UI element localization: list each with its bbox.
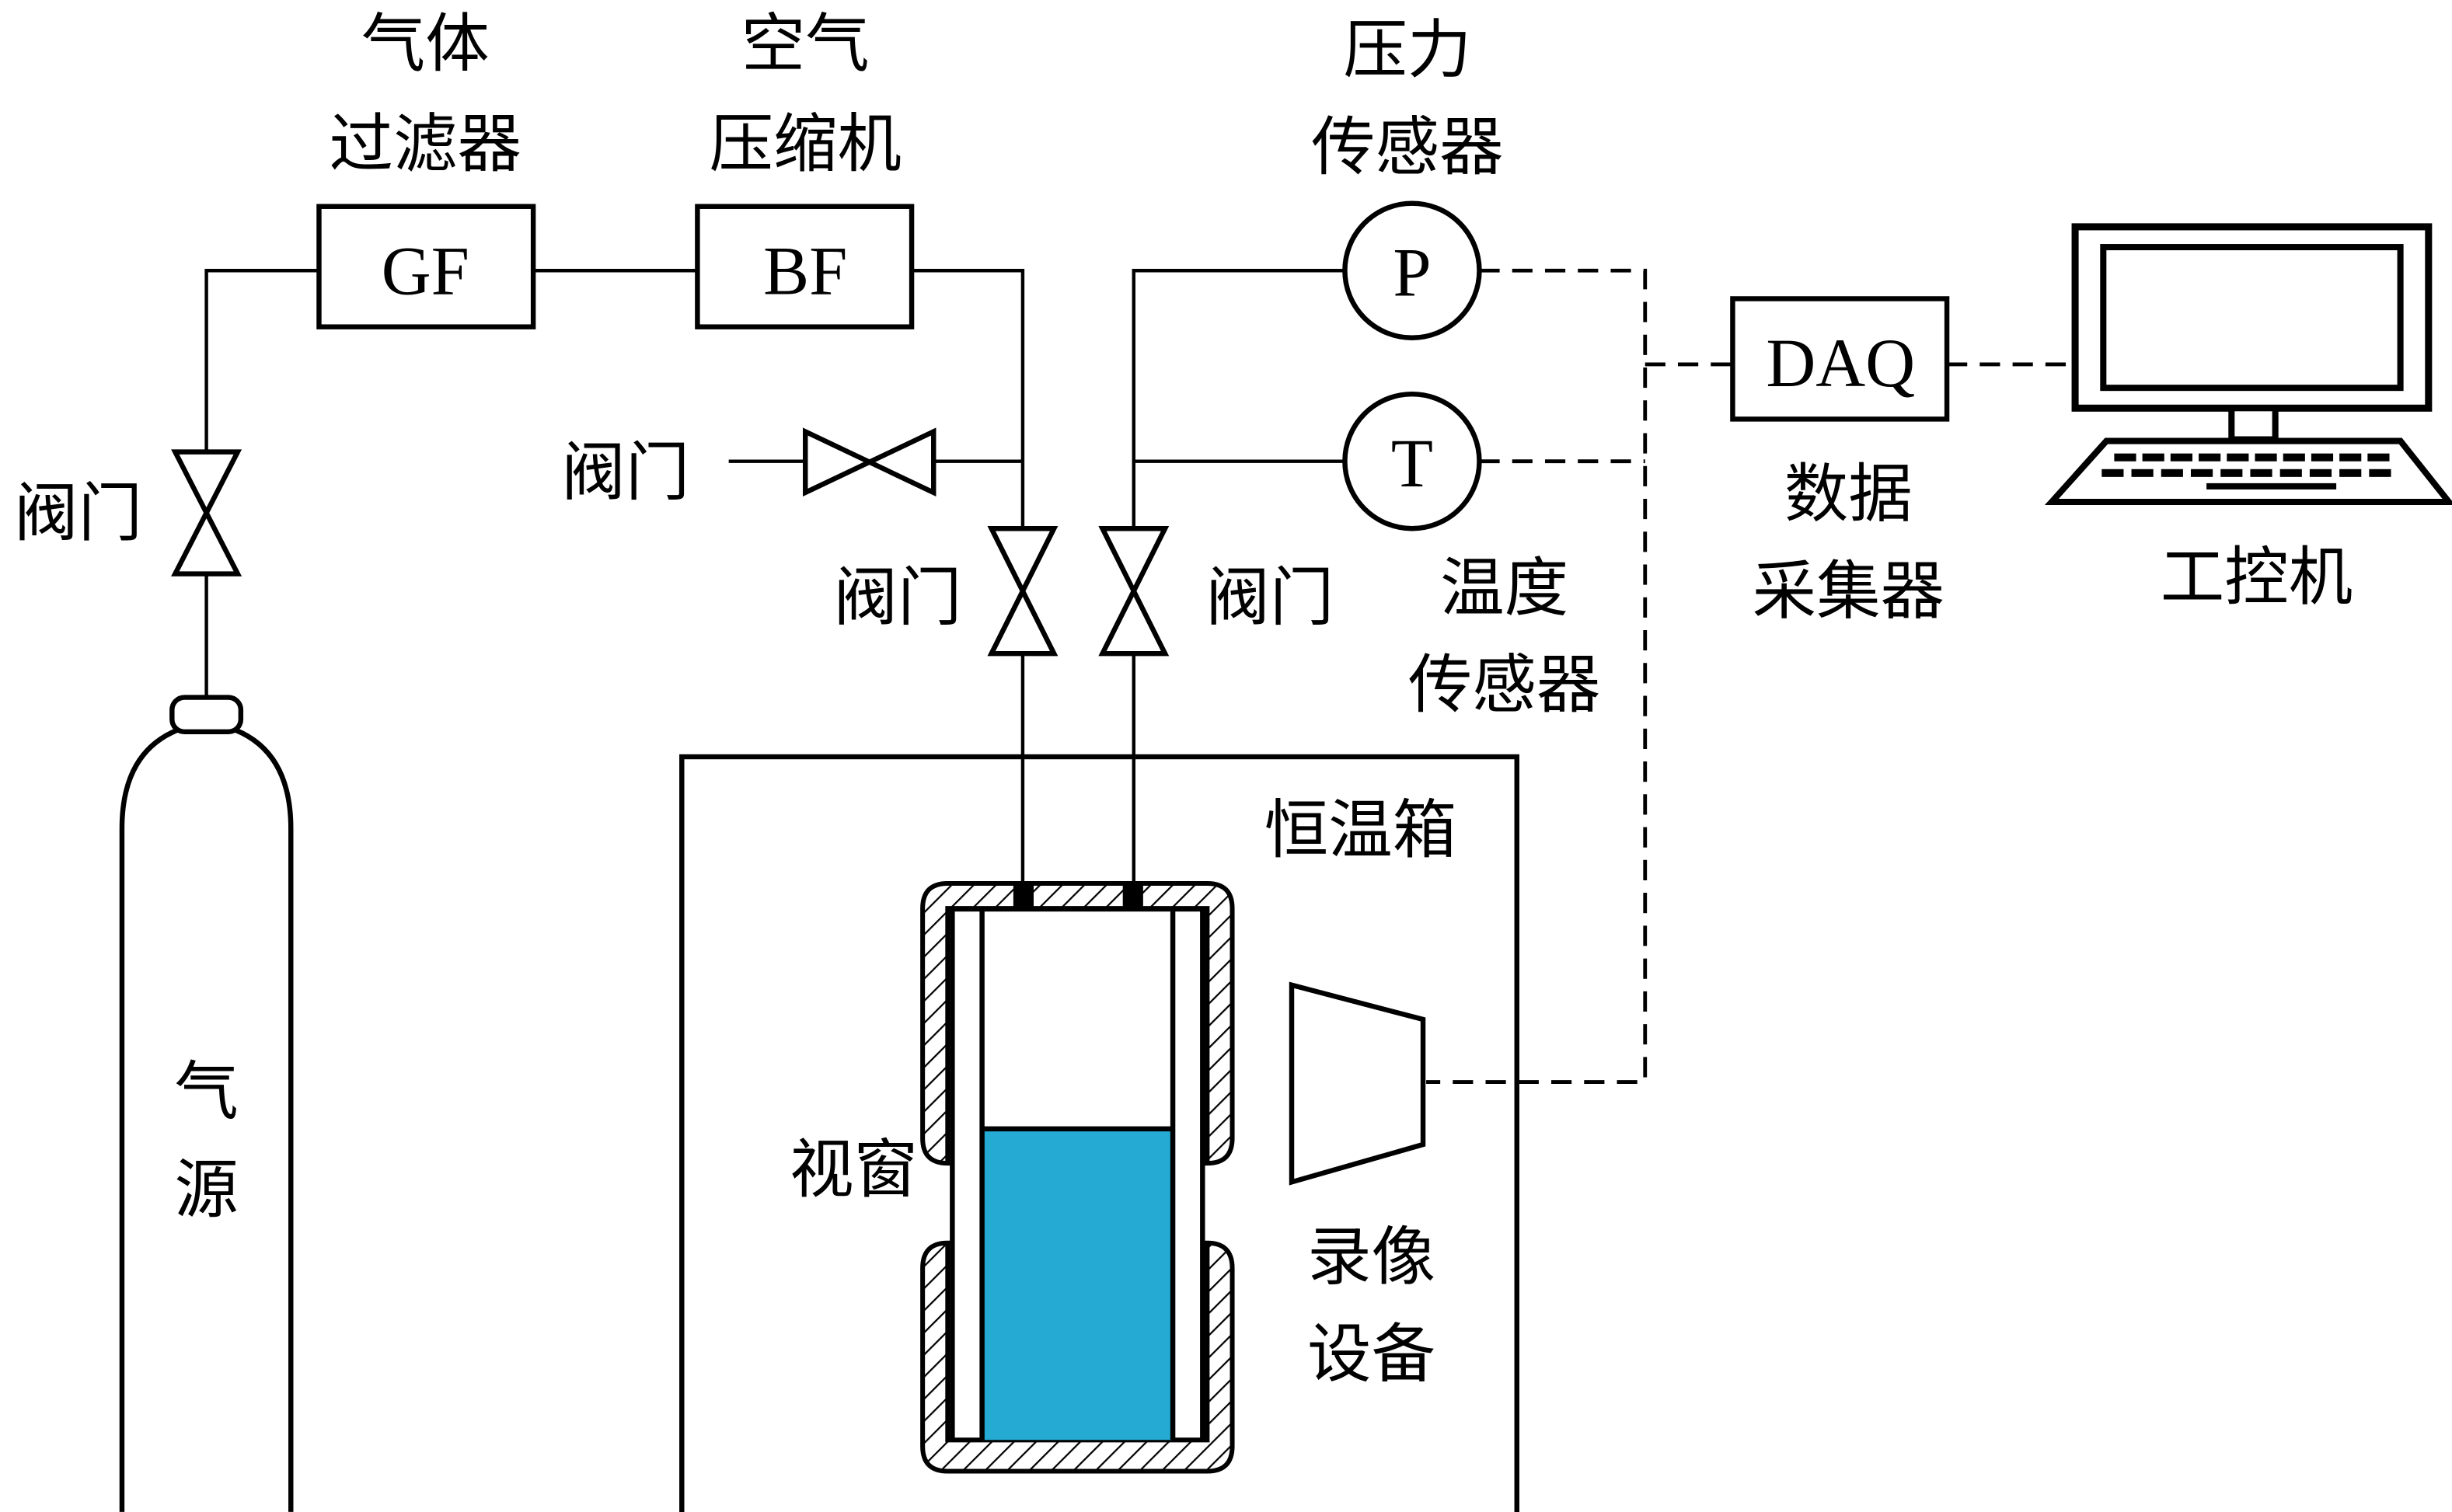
inlet-port	[1013, 883, 1034, 909]
top-seal	[952, 907, 1203, 912]
camera-label-1: 录像	[1307, 1220, 1435, 1294]
thermostat-label: 恒温箱	[1264, 793, 1456, 868]
temperature-sensor-label-2: 传感器	[1408, 648, 1600, 723]
pipe-bf-inlet	[912, 269, 1025, 528]
temperature-sensor[interactable]: T	[1342, 391, 1482, 531]
glass-tube-inner	[979, 908, 1176, 1441]
keyboard-keys	[2101, 453, 2391, 489]
valve-icon	[803, 427, 937, 497]
valve-outlet-label: 阀门	[1205, 560, 1334, 635]
glass-tube-outer	[950, 908, 1205, 1441]
valve-inlet[interactable]	[987, 526, 1059, 657]
cylinder-cap	[169, 695, 244, 735]
outlet-port	[1122, 883, 1143, 909]
valve-outlet[interactable]	[1098, 526, 1170, 657]
valve-left-label: 阀门	[14, 476, 142, 550]
data-acquisition[interactable]: DAQ	[1730, 296, 1950, 422]
daq-box	[1730, 296, 1950, 422]
daq-label-1: 数据	[1784, 457, 1913, 531]
valve-vent[interactable]	[803, 427, 937, 497]
valve-inlet-label: 阀门	[833, 560, 961, 635]
pipe-valve-gf	[204, 269, 319, 451]
gas-cylinder: 气 源	[119, 695, 294, 1512]
camera-icon	[1289, 981, 1426, 1186]
view-window-label: 视窗	[790, 1132, 918, 1207]
gas-filter[interactable]: GF	[316, 204, 536, 329]
valve-icon	[987, 526, 1059, 657]
upper-shell	[920, 880, 1235, 1166]
pressure-sensor-label-2: 传感器	[1311, 110, 1503, 184]
gas-filter-box	[316, 204, 536, 329]
temperature-sensor-label-1: 温度	[1440, 551, 1568, 625]
pressure-sensor-label-1: 压力	[1343, 13, 1471, 88]
monitor-stand	[2228, 405, 2279, 443]
lower-shell	[920, 1240, 1235, 1474]
air-compressor-label-1: 空气	[741, 7, 870, 82]
gas-filter-label-2: 过滤器	[330, 106, 521, 181]
pressure-sensor[interactable]: P	[1342, 200, 1482, 340]
daq-abbr: DAQ	[1766, 326, 1915, 402]
daq-label-2: 采集器	[1753, 554, 1945, 629]
thermostat-box	[679, 754, 1519, 1512]
air-compressor-abbr: BF	[763, 233, 847, 309]
computer-icon[interactable]	[2044, 223, 2452, 506]
air-compressor-label-2: 压缩机	[710, 106, 902, 181]
pipe-outlet-pressure	[1132, 269, 1345, 528]
signal-line-sensors-camera	[1426, 268, 1648, 1084]
liquid	[982, 1128, 1174, 1441]
valve-icon	[171, 449, 242, 577]
gas-filter-label-1: 气体	[361, 7, 490, 82]
air-compressor-box	[695, 204, 915, 329]
gas-filter-abbr: GF	[382, 233, 469, 309]
camera-label-2: 设备	[1307, 1317, 1435, 1392]
computer-label: 工控机	[2161, 540, 2353, 615]
pressure-sensor-abbr: P	[1393, 235, 1431, 311]
spacebar	[2206, 483, 2337, 489]
air-compressor[interactable]: BF	[695, 204, 915, 329]
valve-icon	[1098, 526, 1170, 657]
valve-left[interactable]	[171, 449, 242, 577]
gas-source-label-2: 源	[174, 1153, 239, 1228]
camera[interactable]	[1289, 981, 1426, 1186]
temperature-sensor-abbr: T	[1391, 426, 1433, 502]
view-cell	[920, 880, 1235, 1474]
gas-source-label-1: 气	[174, 1054, 239, 1129]
monitor-screen	[2100, 244, 2404, 392]
valve-vent-label: 阀门	[561, 435, 689, 510]
